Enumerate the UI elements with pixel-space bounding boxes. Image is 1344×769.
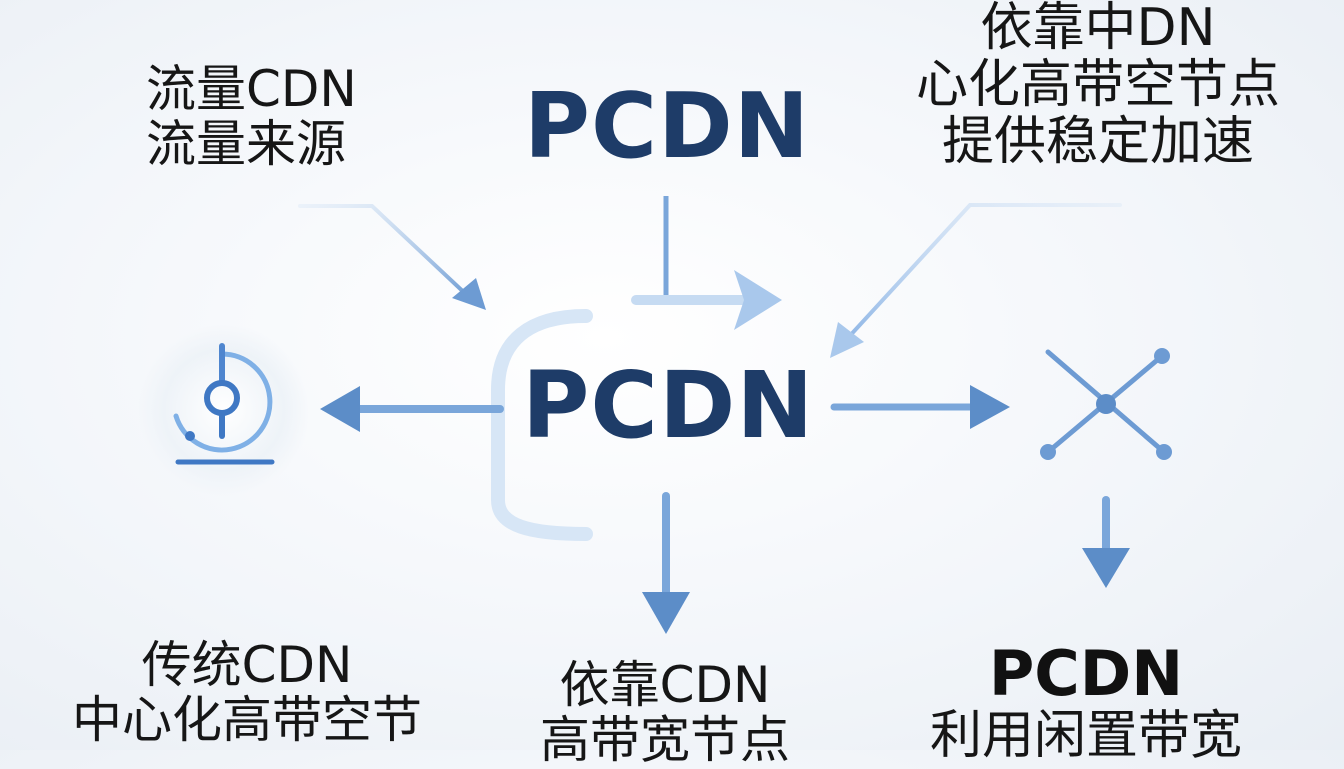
arrow-top-right-to-center: [830, 203, 1122, 358]
label-top-left-line-2: 流量来源: [146, 115, 346, 173]
arrow-center-to-left: [320, 386, 504, 432]
center-bracket: [491, 309, 593, 541]
label-top-left: 流量CDN 流量来源: [146, 62, 357, 172]
label-top-right-line-2: 心化高带空节点: [916, 55, 1281, 116]
label-bottom-mid-line-1: 依靠CDN: [559, 656, 771, 714]
arrow-top-left-to-center: [298, 204, 486, 310]
diagram-canvas: [138, 196, 1172, 634]
label-bottom-left-line-1: 传统CDN: [141, 636, 353, 694]
arrow-top-pcdn-down: [631, 196, 782, 330]
arrow-center-to-right: [830, 385, 1010, 429]
label-bottom-mid: 依靠CDN 高带宽节点: [540, 658, 790, 768]
label-top-left-line-1: 流量CDN: [146, 60, 357, 118]
label-top-right: 依靠中DN 心化高带空节点 提供稳定加速: [916, 0, 1280, 172]
network-node-icon: [1040, 348, 1172, 460]
label-bottom-left: 传统CDN 中心化高带空节: [72, 638, 422, 748]
label-bottom-right-line-2: 利用闲置带宽: [930, 706, 1243, 767]
label-top-right-line-3: 提供稳定加速: [942, 112, 1255, 173]
label-bottom-mid-line-2: 高带宽节点: [540, 711, 790, 769]
pcdn-top-title: PCDN: [524, 74, 811, 179]
label-top-right-line-1: 依靠中DN: [980, 0, 1216, 58]
arrow-network-to-bottom-right: [1082, 496, 1130, 588]
label-bottom-right-line-1: PCDN: [988, 637, 1184, 710]
pcdn-center-title: PCDN: [522, 352, 815, 459]
label-bottom-right: PCDN 利用闲置带宽: [930, 637, 1243, 767]
label-bottom-left-line-2: 中心化高带空节: [72, 691, 422, 749]
arrow-center-to-bottom: [642, 492, 690, 634]
location-pin-icon: [138, 324, 310, 496]
